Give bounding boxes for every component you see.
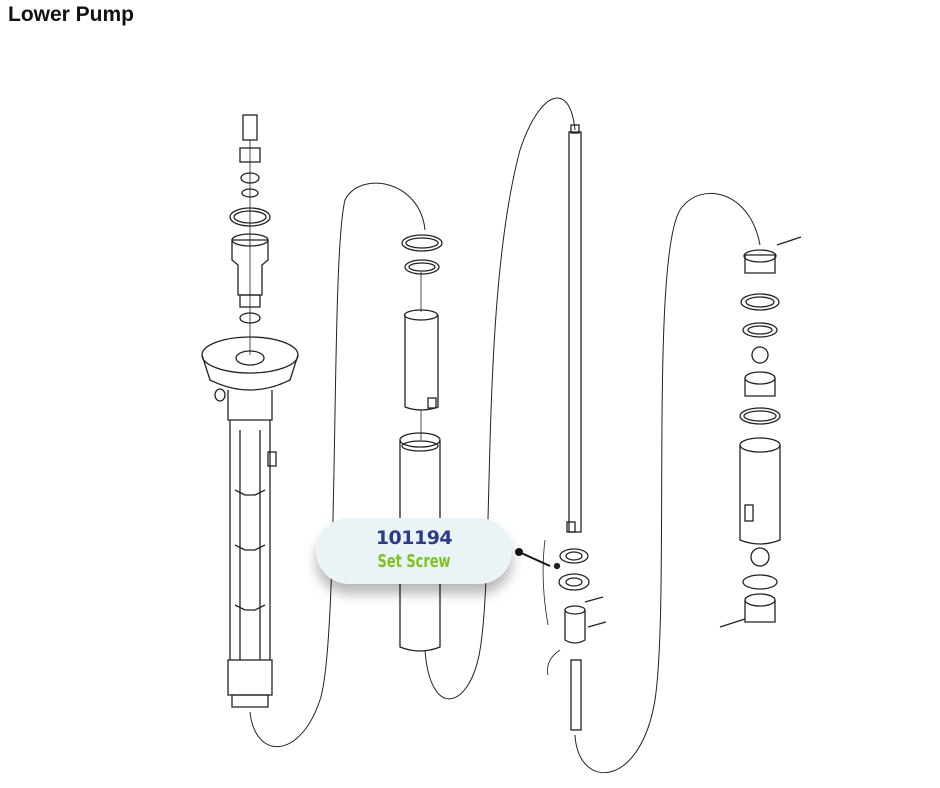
callout-pointer-line	[518, 551, 551, 567]
part-number: 101194	[375, 527, 453, 549]
part-callout[interactable]: 101194 Set Screw	[316, 518, 512, 584]
page-title: Lower Pump	[8, 3, 135, 26]
assembly-guide-line	[249, 97, 761, 774]
left-cylinder-assembly	[201, 114, 299, 708]
right-valve-assembly	[719, 236, 802, 628]
pump-rod-assembly	[542, 124, 607, 731]
part-name: Set Screw	[377, 551, 451, 572]
middle-sleeve-assembly	[399, 234, 443, 652]
